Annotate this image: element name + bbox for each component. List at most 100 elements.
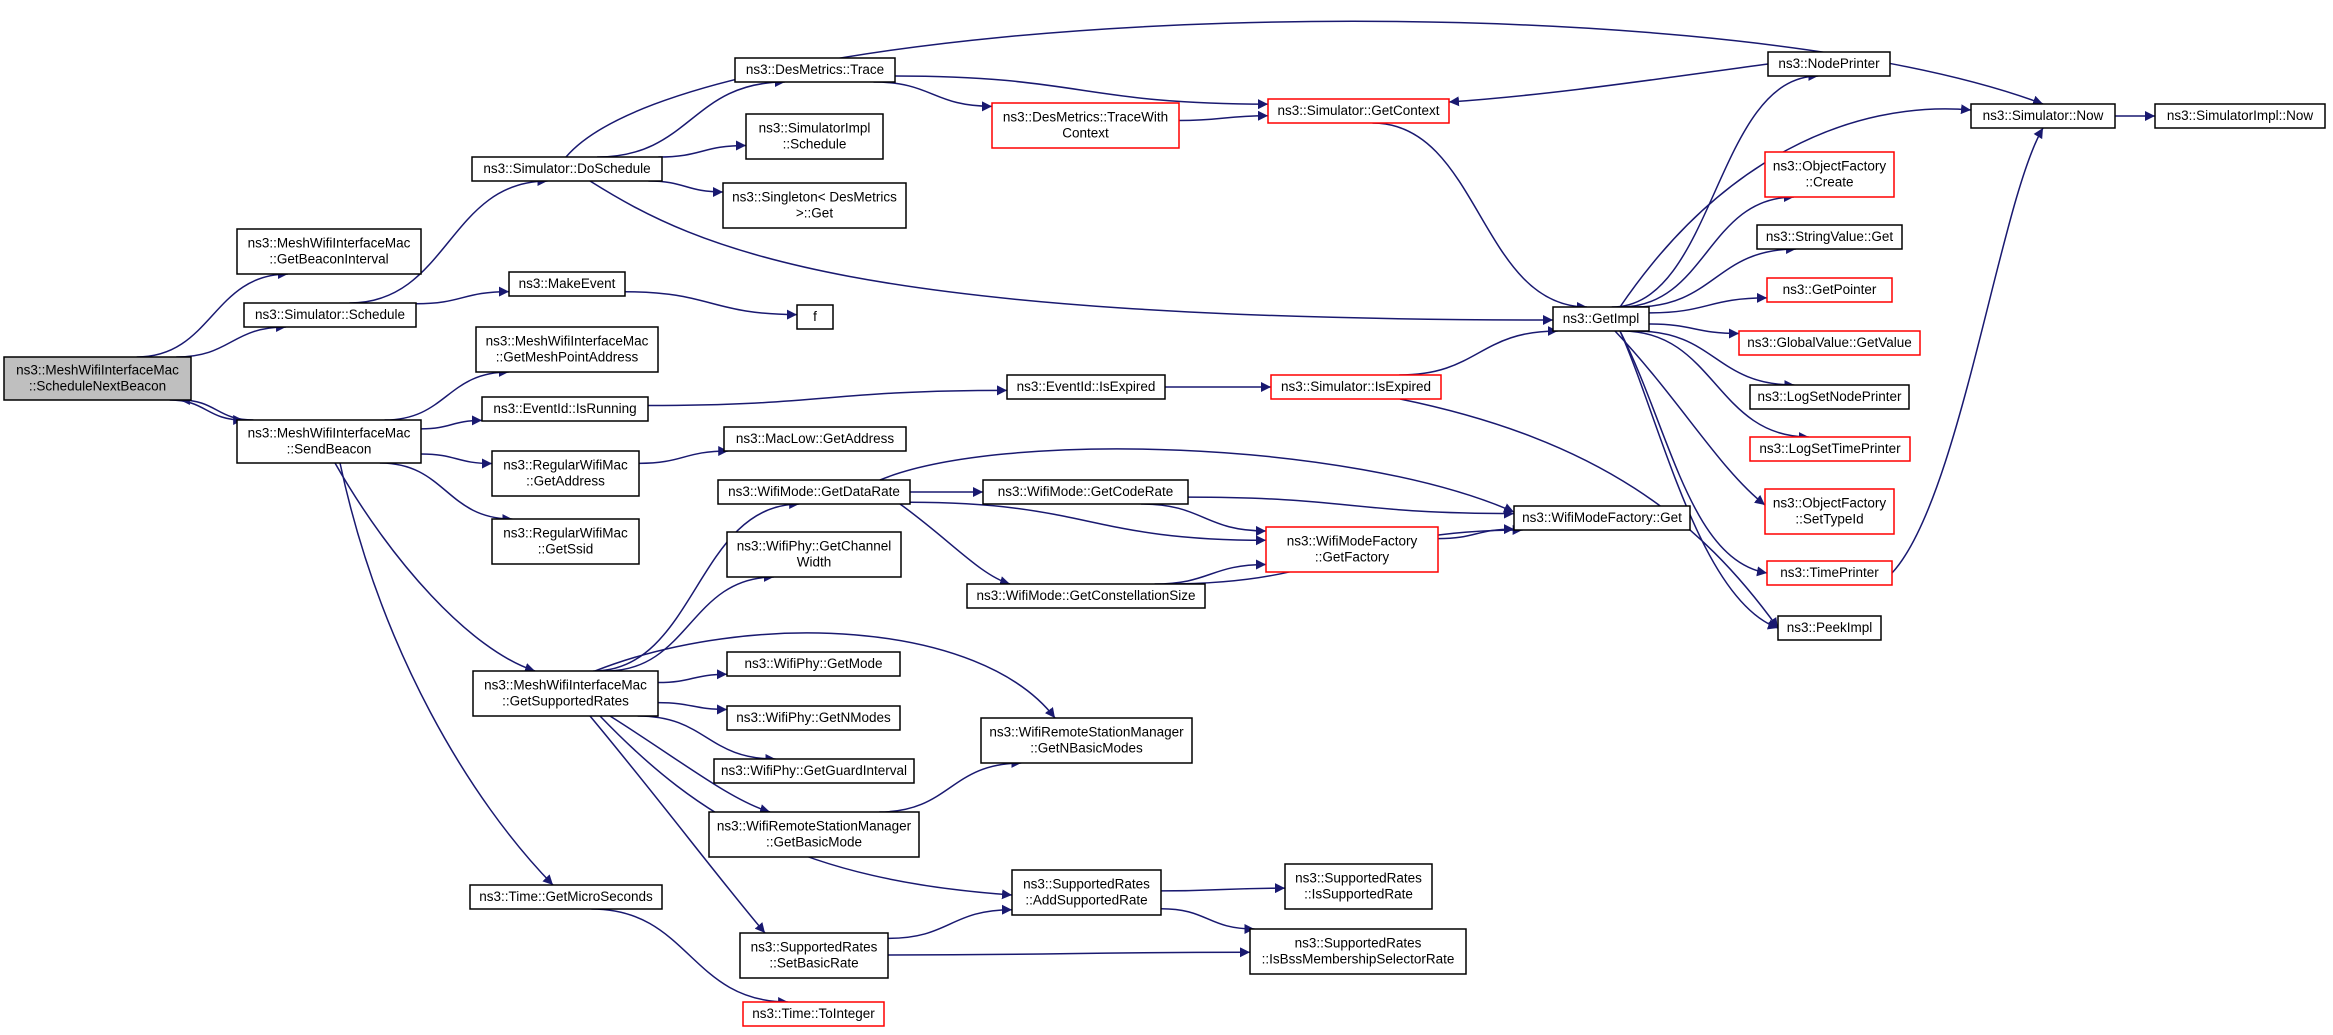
edge-getDataRate-to-modeFactoryGet bbox=[879, 448, 1515, 513]
node-label: ns3::Simulator::DoSchedule bbox=[483, 161, 650, 176]
node-implNow[interactable]: ns3::SimulatorImpl::Now bbox=[2154, 103, 2326, 129]
node-getMode[interactable]: ns3::WifiPhy::GetMode bbox=[726, 651, 901, 677]
node-label: ns3::MakeEvent bbox=[519, 276, 616, 291]
node-addSupportedRate[interactable]: ns3::SupportedRates::AddSupportedRate bbox=[1011, 869, 1162, 916]
node-getImpl[interactable]: ns3::GetImpl bbox=[1552, 306, 1650, 332]
node-simGetContext[interactable]: ns3::Simulator::GetContext bbox=[1267, 98, 1450, 124]
node-label: ::IsSupportedRate bbox=[1304, 887, 1413, 902]
node-getBeaconInterval[interactable]: ns3::MeshWifiInterfaceMac::GetBeaconInte… bbox=[236, 228, 422, 275]
node-box bbox=[1749, 384, 1910, 410]
node-label: ns3::WifiPhy::GetNModes bbox=[736, 710, 891, 725]
node-label: ns3::DesMetrics::TraceWith bbox=[1003, 110, 1168, 125]
node-label: ns3::MeshWifiInterfaceMac bbox=[484, 678, 647, 693]
node-getNBasicModes[interactable]: ns3::WifiRemoteStationManager::GetNBasic… bbox=[980, 717, 1193, 764]
node-getGuardInterval[interactable]: ns3::WifiPhy::GetGuardInterval bbox=[713, 758, 915, 784]
edge-setBasicRate-to-addSupportedRate bbox=[887, 904, 1013, 940]
node-implSchedule[interactable]: ns3::SimulatorImpl::Schedule bbox=[745, 113, 884, 160]
node-label: ns3::StringValue::Get bbox=[1766, 229, 1894, 244]
edge-sendBeacon-to-isRunning bbox=[420, 415, 483, 430]
node-box bbox=[713, 758, 915, 784]
node-regGetSsid[interactable]: ns3::RegularWifiMac::GetSsid bbox=[491, 518, 640, 565]
edge-addSupportedRate-to-isSupportedRate bbox=[1160, 883, 1286, 894]
edge-simIsExpired-to-peekImpl bbox=[1399, 398, 1779, 629]
node-label: ns3::WifiModeFactory::Get bbox=[1522, 510, 1682, 525]
node-box bbox=[1284, 863, 1433, 910]
node-isBssMembership[interactable]: ns3::SupportedRates::IsBssMembershipSele… bbox=[1249, 928, 1467, 975]
node-label: ns3::EventId::IsExpired bbox=[1017, 379, 1156, 394]
edge-getSupportedRates-to-getBasicMode bbox=[609, 715, 771, 814]
node-getConstellationSize[interactable]: ns3::WifiMode::GetConstellationSize bbox=[966, 583, 1206, 609]
node-getDataRate[interactable]: ns3::WifiMode::GetDataRate bbox=[717, 479, 911, 505]
node-makeEvent[interactable]: ns3::MakeEvent bbox=[508, 271, 626, 297]
node-root[interactable]: ns3::MeshWifiInterfaceMac::ScheduleNextB… bbox=[3, 356, 192, 401]
node-box bbox=[1756, 224, 1903, 250]
node-isExpired[interactable]: ns3::EventId::IsExpired bbox=[1006, 374, 1166, 400]
node-box bbox=[742, 1001, 885, 1027]
node-label: ns3::ObjectFactory bbox=[1773, 496, 1887, 511]
node-toInteger[interactable]: ns3::Time::ToInteger bbox=[742, 1001, 885, 1027]
node-singletonGet[interactable]: ns3::Singleton< DesMetrics>::Get bbox=[722, 182, 907, 229]
node-stringValueGet[interactable]: ns3::StringValue::Get bbox=[1756, 224, 1903, 250]
edge-getSupportedRates-to-getMode bbox=[657, 669, 728, 684]
node-objFactorySetTypeId[interactable]: ns3::ObjectFactory::SetTypeId bbox=[1764, 488, 1895, 535]
edge-getSupportedRates-to-getGuardInterval bbox=[637, 715, 776, 764]
node-simSchedule[interactable]: ns3::Simulator::Schedule bbox=[243, 302, 417, 328]
node-timePrinter[interactable]: ns3::TimePrinter bbox=[1766, 560, 1893, 586]
node-regGetAddress[interactable]: ns3::RegularWifiMac::GetAddress bbox=[491, 450, 640, 497]
node-getMeshPointAddress[interactable]: ns3::MeshWifiInterfaceMac::GetMeshPointA… bbox=[475, 326, 659, 373]
edge-sendBeacon-to-getMeshPointAddress bbox=[384, 367, 509, 421]
node-getSupportedRates[interactable]: ns3::MeshWifiInterfaceMac::GetSupportedR… bbox=[472, 670, 659, 717]
node-label: ns3::Simulator::IsExpired bbox=[1281, 379, 1431, 394]
node-isSupportedRate[interactable]: ns3::SupportedRates::IsSupportedRate bbox=[1284, 863, 1433, 910]
node-box bbox=[717, 479, 911, 505]
node-box bbox=[1749, 436, 1911, 462]
node-label: ns3::Simulator::Now bbox=[1983, 108, 2104, 123]
node-label: ns3::TimePrinter bbox=[1780, 565, 1879, 580]
node-getPointer[interactable]: ns3::GetPointer bbox=[1766, 277, 1893, 303]
node-peekImpl[interactable]: ns3::PeekImpl bbox=[1777, 615, 1882, 641]
node-box bbox=[722, 182, 907, 229]
node-nodePrinter[interactable]: ns3::NodePrinter bbox=[1767, 51, 1891, 77]
node-getMicroSeconds[interactable]: ns3::Time::GetMicroSeconds bbox=[469, 884, 663, 910]
edge-regGetAddress-to-macLowGetAddress bbox=[638, 446, 729, 465]
edge-sendBeacon-to-regGetSsid bbox=[379, 462, 513, 524]
node-simIsExpired[interactable]: ns3::Simulator::IsExpired bbox=[1270, 374, 1442, 400]
node-getNModes[interactable]: ns3::WifiPhy::GetNModes bbox=[726, 705, 901, 731]
node-globalValueGetValue[interactable]: ns3::GlobalValue::GetValue bbox=[1738, 330, 1921, 356]
edge-getImpl-to-peekImpl bbox=[1619, 330, 1779, 630]
node-f[interactable]: f bbox=[796, 304, 834, 330]
node-logSetNodePrinter[interactable]: ns3::LogSetNodePrinter bbox=[1749, 384, 1910, 410]
node-box bbox=[1249, 928, 1467, 975]
node-isRunning[interactable]: ns3::EventId::IsRunning bbox=[481, 396, 649, 422]
node-box bbox=[236, 419, 422, 464]
node-label: ns3::MeshWifiInterfaceMac bbox=[248, 236, 411, 251]
node-doSchedule[interactable]: ns3::Simulator::DoSchedule bbox=[471, 156, 663, 182]
node-macLowGetAddress[interactable]: ns3::MacLow::GetAddress bbox=[723, 426, 907, 452]
node-desTrace[interactable]: ns3::DesMetrics::Trace bbox=[734, 57, 896, 83]
node-simNow[interactable]: ns3::Simulator::Now bbox=[1970, 103, 2116, 129]
edge-getSupportedRates-to-getChannelWidth bbox=[605, 572, 774, 672]
node-label: ns3::EventId::IsRunning bbox=[493, 401, 636, 416]
edge-doSchedule-to-singletonGet bbox=[648, 180, 724, 198]
node-label: ns3::SimulatorImpl::Now bbox=[2167, 108, 2314, 123]
node-label: ns3::LogSetNodePrinter bbox=[1757, 389, 1902, 404]
node-label: ns3::WifiMode::GetConstellationSize bbox=[976, 588, 1195, 603]
node-objFactoryCreate[interactable]: ns3::ObjectFactory::Create bbox=[1764, 151, 1895, 198]
edge-getImpl-to-objFactorySetTypeId bbox=[1614, 330, 1766, 506]
node-modeFactoryGet[interactable]: ns3::WifiModeFactory::Get bbox=[1513, 505, 1691, 531]
node-box bbox=[726, 531, 902, 578]
node-setBasicRate[interactable]: ns3::SupportedRates::SetBasicRate bbox=[739, 932, 889, 979]
node-box bbox=[1767, 51, 1891, 77]
node-sendBeacon[interactable]: ns3::MeshWifiInterfaceMac::SendBeacon bbox=[236, 419, 422, 464]
node-box bbox=[1265, 526, 1439, 573]
edge-getSupportedRates-to-getNModes bbox=[657, 701, 728, 715]
edge-getImpl-to-simNow bbox=[1619, 104, 1972, 308]
node-logSetTimePrinter[interactable]: ns3::LogSetTimePrinter bbox=[1749, 436, 1911, 462]
node-label: ::GetBeaconInterval bbox=[269, 252, 388, 267]
node-getCodeRate[interactable]: ns3::WifiMode::GetCodeRate bbox=[982, 479, 1189, 505]
node-modeFactoryGetFactory[interactable]: ns3::WifiModeFactory::GetFactory bbox=[1265, 526, 1439, 573]
edge-isRunning-to-isExpired bbox=[647, 385, 1008, 407]
node-getBasicMode[interactable]: ns3::WifiRemoteStationManager::GetBasicM… bbox=[708, 811, 920, 858]
